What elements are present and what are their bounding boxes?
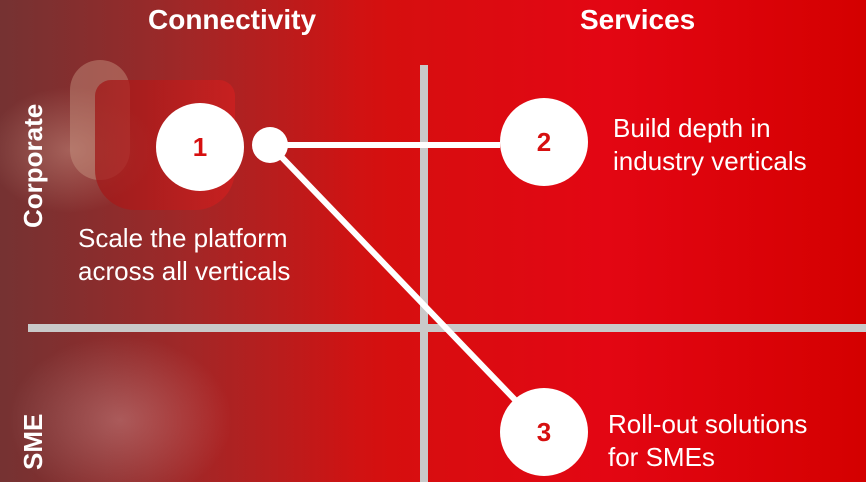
connector-origin-dot [252, 127, 288, 163]
step-1-badge: 1 [156, 103, 244, 191]
step-3-caption-line2: for SMEs [608, 441, 715, 472]
column-header-services: Services [580, 4, 696, 35]
step-3-number: 3 [536, 416, 552, 447]
step-2-caption-line2: industry verticals [613, 145, 807, 176]
step-3-badge: 3 [500, 388, 588, 476]
column-header-connectivity: Connectivity [148, 4, 317, 35]
step-2-badge: 2 [500, 98, 588, 186]
step-2-number: 2 [536, 126, 552, 157]
step-1-number: 1 [192, 131, 208, 162]
step-1-caption-line1: Scale the platform [78, 223, 288, 253]
step-1-caption-line2: across all verticals [78, 255, 291, 286]
step-2-caption-line1: Build depth in [613, 113, 771, 143]
step-3-caption: Roll-out solutions for SMEs [608, 408, 807, 473]
step-2-caption: Build depth in industry verticals [613, 112, 807, 177]
step-1-caption: Scale the platform across all verticals [78, 222, 290, 287]
step-3-caption-line1: Roll-out solutions [608, 409, 808, 439]
quadrant-divider-vertical [420, 65, 428, 482]
connector-to-step-3 [267, 142, 523, 408]
